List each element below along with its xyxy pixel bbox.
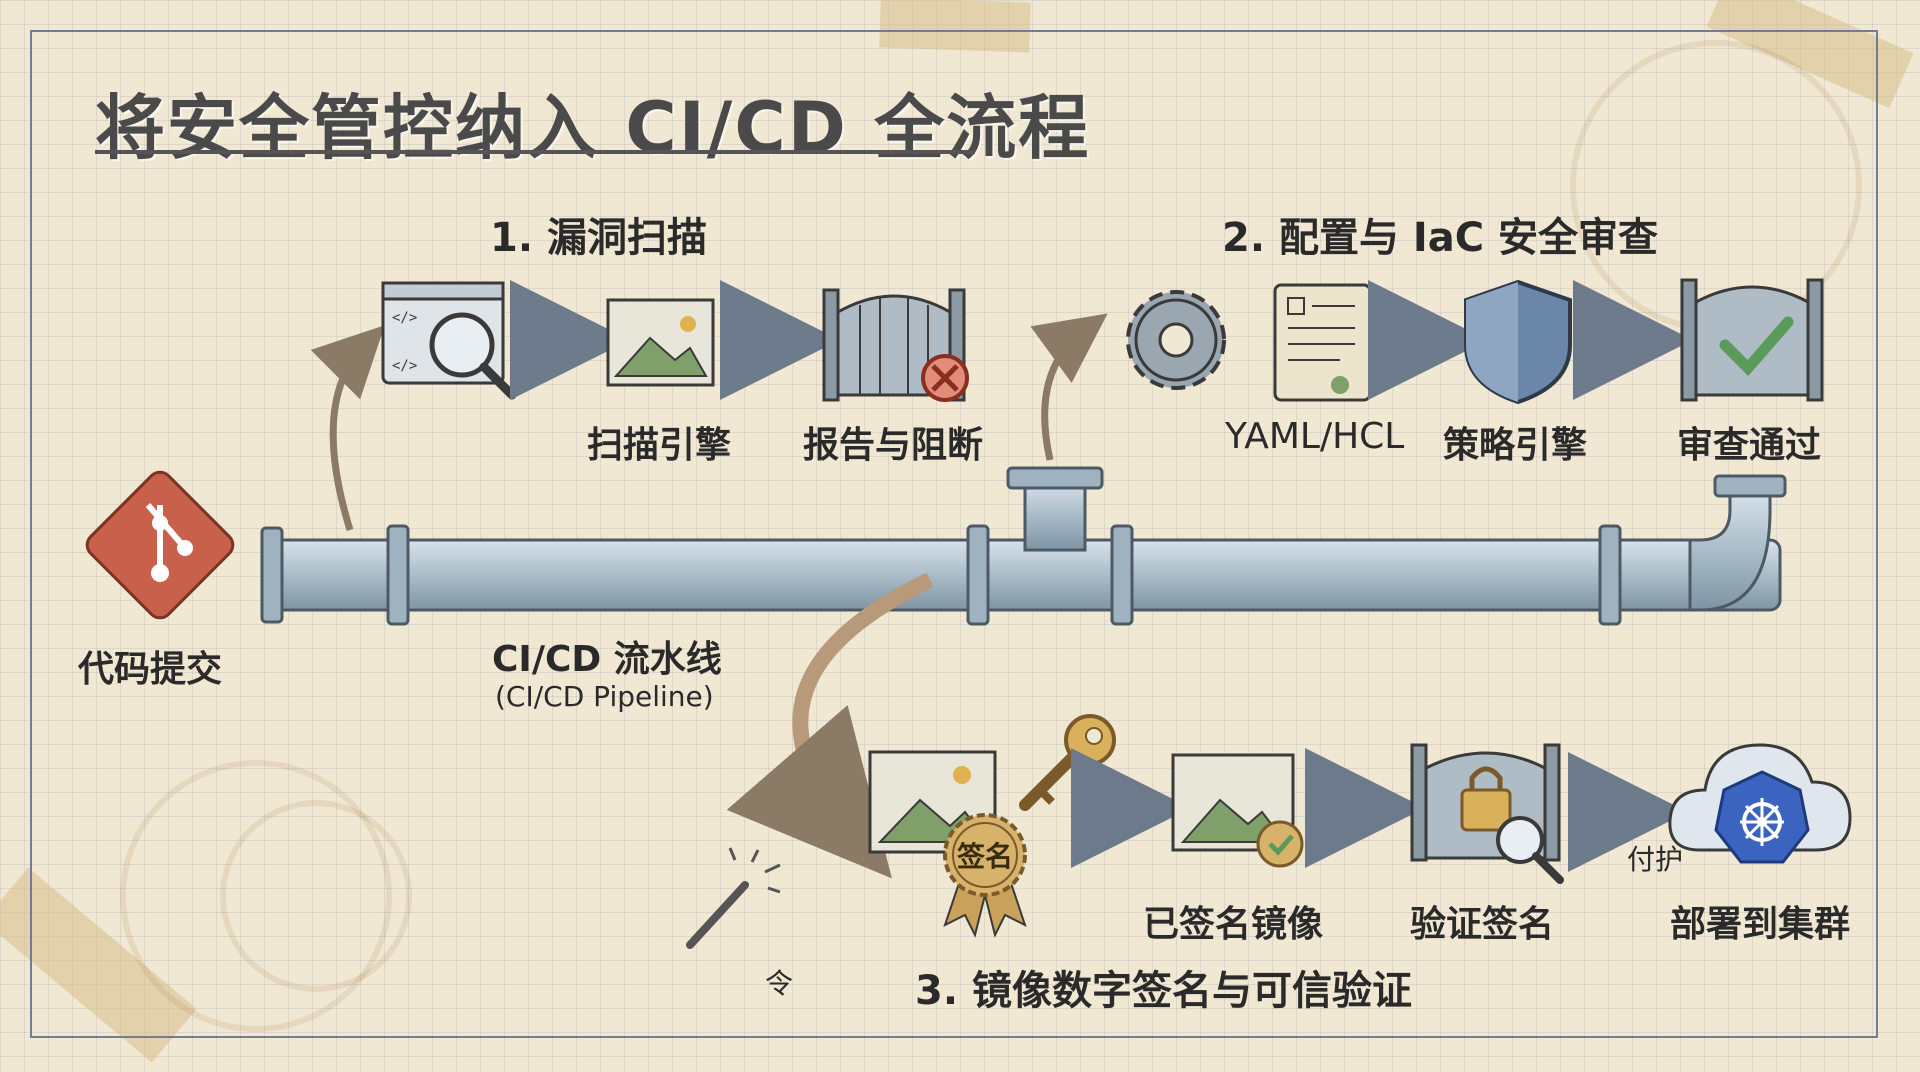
label-yaml: YAML/HCL xyxy=(1225,416,1405,457)
label-fuhu: 付护 xyxy=(1627,843,1684,876)
label-review-pass: 审查通过 xyxy=(1677,425,1822,466)
section-title-sign: 3. 镜像数字签名与可信验证 xyxy=(915,968,1412,1014)
flow-arrow-down-sign xyxy=(726,572,934,879)
pipeline-name: CI/CD 流水线 xyxy=(492,639,722,680)
magic-wand-icon xyxy=(686,847,781,949)
image-icon xyxy=(868,750,997,854)
git-icon xyxy=(85,470,235,620)
flow-arrow-up-iac xyxy=(1030,313,1108,461)
page-title: 将安全管控纳入 CI/CD 全流程 xyxy=(95,87,1091,169)
cloud-k8s-icon xyxy=(1668,743,1852,864)
document-icon xyxy=(1273,283,1372,402)
label-ling: 令 xyxy=(765,967,794,1000)
label-report-block: 报告与阻断 xyxy=(803,425,984,466)
pipeline xyxy=(260,466,1787,626)
flow-arrow-up-scan xyxy=(310,325,385,532)
key-icon xyxy=(1019,714,1116,811)
label-deploy-cluster: 部署到集群 xyxy=(1670,904,1851,945)
pipeline-name-en: (CI/CD Pipeline) xyxy=(495,680,714,713)
shield-icon xyxy=(1464,279,1572,405)
gear-icon xyxy=(1126,290,1226,390)
code-tag: </> xyxy=(392,310,417,326)
seal-icon: 签名 xyxy=(943,813,1027,938)
section-title-scan: 1. 漏洞扫描 xyxy=(490,215,707,261)
coffee-stain xyxy=(220,800,412,992)
magnifier-icon xyxy=(429,312,495,378)
section-title-iac: 2. 配置与 IaC 安全审查 xyxy=(1222,215,1659,261)
label-verify-sign: 验证签名 xyxy=(1410,904,1555,945)
image-icon xyxy=(606,298,715,387)
label-signed-image: 已签名镜像 xyxy=(1143,904,1324,945)
label-commit: 代码提交 xyxy=(78,649,223,690)
seal-label: 签名 xyxy=(957,840,1013,873)
lock-icon xyxy=(1460,788,1512,832)
title-underline xyxy=(95,150,975,154)
gate-pass-icon xyxy=(1680,278,1824,402)
signed-image-icon xyxy=(1171,753,1304,868)
code-scan-icon: </> </> xyxy=(381,281,517,400)
label-scan-engine: 扫描引擎 xyxy=(587,425,732,466)
label-policy-engine: 策略引擎 xyxy=(1443,425,1588,466)
checkmark-icon xyxy=(1719,316,1794,377)
code-tag: </> xyxy=(392,358,417,374)
gate-lock-icon xyxy=(1410,743,1564,884)
gate-block-icon xyxy=(822,288,969,402)
